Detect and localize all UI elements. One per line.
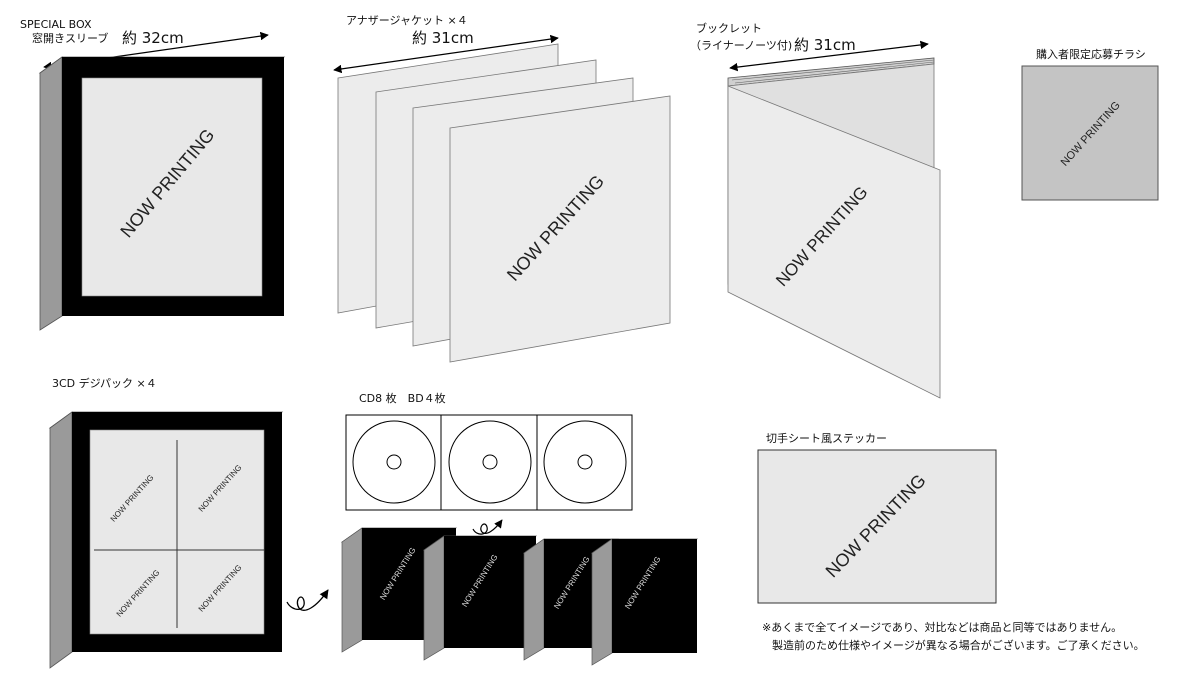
curly-arrow-1 — [286, 589, 329, 611]
flyer-sheet — [1021, 65, 1159, 201]
booklet-label-line1: ブックレット — [696, 22, 762, 35]
jackets: NOW PRINTING — [333, 34, 671, 363]
booklet: NOW PRINTING — [727, 40, 941, 399]
curly-arrow-2 — [472, 519, 503, 535]
disc-1-hole — [386, 454, 402, 470]
disc-tray — [345, 414, 633, 511]
jacket-4 — [449, 95, 671, 363]
sticker-label: 切手シート風ステッカー — [766, 432, 887, 445]
flyer: NOW PRINTING — [1021, 65, 1159, 201]
case-2: NOW PRINTING — [422, 535, 538, 661]
disclaimer-line2: 製造前のため仕様やイメージが異なる場合がございます。ご了承ください。 — [772, 639, 1145, 652]
jackets-dimension-arrow — [333, 34, 559, 74]
disc-3-hole — [577, 454, 593, 470]
case-3: NOW PRINTING — [522, 538, 620, 661]
digipack-label: 3CD デジパック ×４ — [52, 377, 157, 390]
case-4: NOW PRINTING — [590, 538, 699, 666]
sticker: NOW PRINTING — [757, 449, 997, 604]
digipack-side-face — [49, 411, 73, 669]
disc-2-hole — [482, 454, 498, 470]
special-box-label-line1: SPECIAL BOX — [20, 18, 92, 31]
jackets-label: アナザージャケット ×４ — [346, 14, 468, 27]
sticker-sheet — [757, 449, 997, 604]
disclaimer-line1: ※あくまで全てイメージであり、対比などは商品と同等ではありません。 — [762, 621, 1123, 634]
discs-label: CD8 枚 BD４枚 — [359, 392, 446, 405]
flyer-label: 購入者限定応募チラシ — [1036, 48, 1146, 61]
booklet-dimension-arrow — [729, 40, 929, 72]
special-box-side-face — [39, 56, 63, 331]
special-box-window — [81, 77, 263, 297]
special-box: NOW PRINTING — [38, 31, 286, 331]
booklet-front-page — [727, 85, 941, 399]
digipack: NOW PRINTING NOW PRINTING NOW PRINTING N… — [48, 411, 284, 669]
